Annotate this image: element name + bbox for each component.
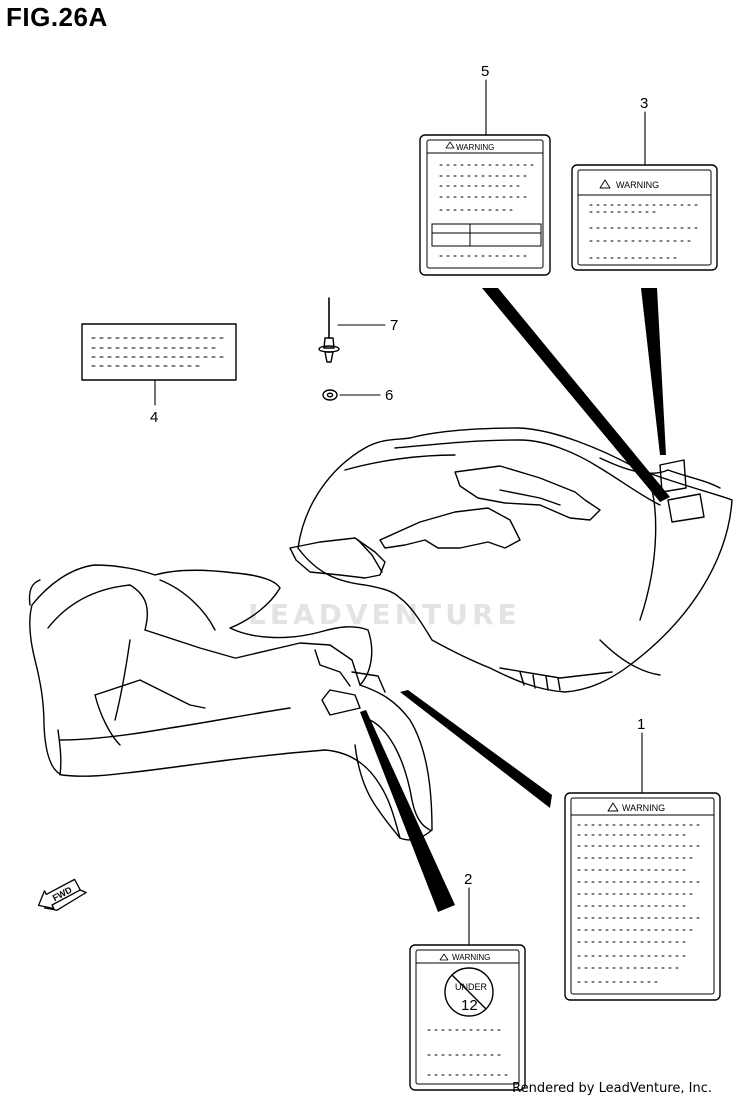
figure-title: FIG.26A — [6, 2, 108, 32]
rear-fender — [28, 564, 433, 841]
watermark: LEADVENTURE — [248, 598, 521, 631]
leader-2 — [360, 710, 455, 912]
label-3-header: WARNING — [616, 180, 659, 190]
washer-part — [322, 389, 338, 401]
label-1 — [564, 792, 721, 1001]
callout-number: 2 — [464, 871, 472, 888]
callout-number: 6 — [385, 387, 393, 404]
label-2-header: WARNING — [452, 953, 490, 962]
warning-triangle-icon — [607, 802, 619, 812]
label-4 — [81, 323, 237, 381]
warning-triangle-icon — [439, 953, 449, 961]
leader-3 — [641, 288, 666, 455]
forward-arrow-icon: FWD — [37, 878, 87, 911]
label-2 — [409, 944, 526, 1091]
leader-5 — [482, 288, 670, 502]
front-fender — [289, 427, 733, 693]
render-credit: Rendered by LeadVenture, Inc. — [512, 1081, 712, 1096]
label-2-badge-top: UNDER — [455, 982, 488, 992]
leader-1 — [400, 690, 552, 808]
warning-triangle-icon — [445, 141, 455, 149]
label-5 — [419, 134, 551, 276]
callout-number: 1 — [637, 716, 645, 733]
callout-number: 4 — [150, 409, 158, 426]
callout-number: 3 — [640, 95, 648, 112]
label-5-header: WARNING — [456, 143, 494, 152]
fwd-label: FWD — [51, 884, 74, 903]
label-2-badge-number: 12 — [461, 997, 478, 1014]
warning-triangle-icon — [599, 179, 611, 189]
callout-number: 7 — [390, 317, 398, 334]
callout-number: 5 — [481, 63, 489, 80]
label-1-header: WARNING — [622, 803, 665, 813]
callout-leaders — [154, 79, 646, 946]
rivet-part — [318, 297, 340, 363]
